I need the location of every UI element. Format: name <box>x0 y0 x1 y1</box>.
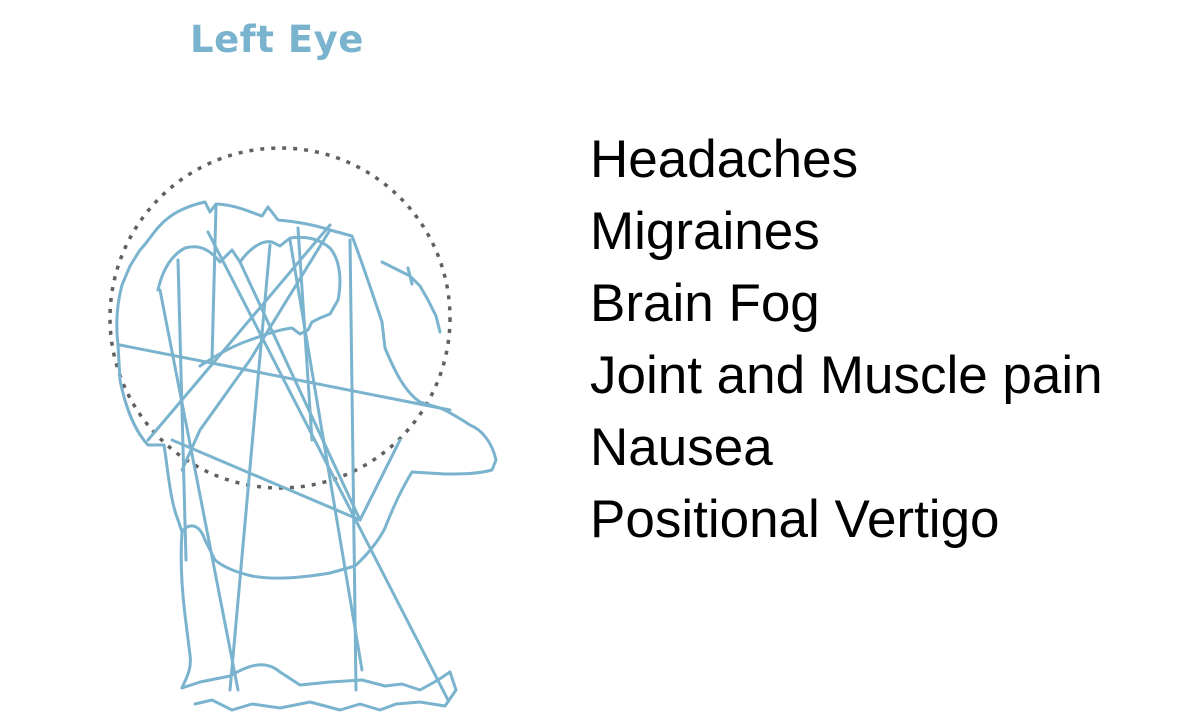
trace-saccade-1 <box>118 343 452 412</box>
trace-saccade-9 <box>296 226 314 442</box>
figure-title: Left Eye <box>190 18 364 61</box>
trace-saccade-11 <box>228 243 272 692</box>
symptom-item: Nausea <box>590 418 773 477</box>
trace-saccade-10 <box>176 258 188 562</box>
reference-circle <box>108 146 452 490</box>
trace-saccade-3 <box>238 260 362 522</box>
trace-right-tick <box>406 266 414 286</box>
trace-saccade-12 <box>180 228 332 472</box>
trace-saccade-4 <box>158 288 240 692</box>
trace-neck <box>179 530 458 712</box>
symptom-item: Brain Fog <box>590 274 820 333</box>
trace-saccade-8 <box>348 238 358 692</box>
symptom-item: Headaches <box>590 130 859 189</box>
eye-trace <box>115 200 498 712</box>
symptom-item: Joint and Muscle pain <box>590 346 1103 405</box>
trace-outline <box>115 200 498 580</box>
symptom-item: Positional Vertigo <box>590 490 1000 549</box>
symptom-item: Migraines <box>590 202 820 261</box>
trace-saccade-7 <box>288 238 364 672</box>
trace-saccade-6 <box>210 204 218 362</box>
trace-right-flick <box>380 260 442 334</box>
trace-saccade-13 <box>170 438 402 522</box>
symptom-list: Headaches Migraines Brain Fog Joint and … <box>590 124 1103 556</box>
